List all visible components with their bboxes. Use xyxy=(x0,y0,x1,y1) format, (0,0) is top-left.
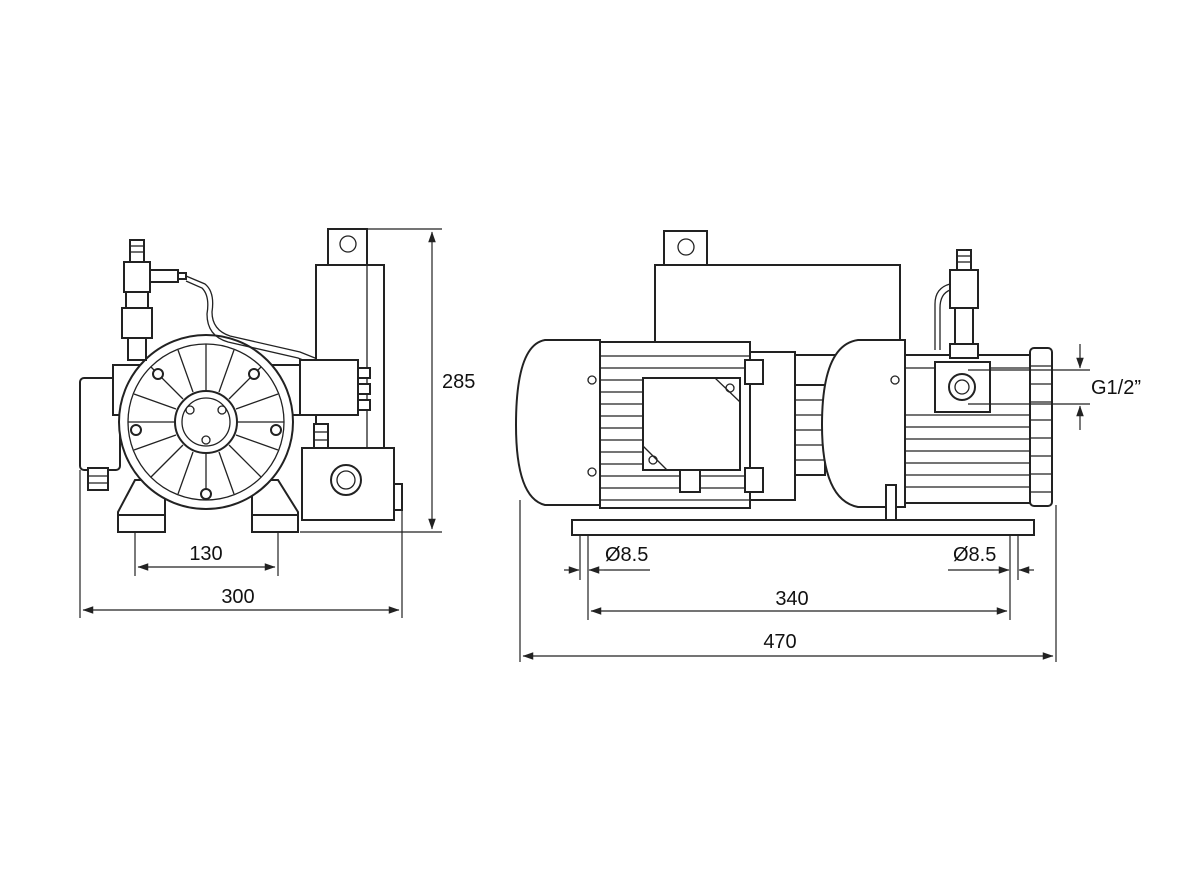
front-view xyxy=(514,230,1053,536)
front-spacing-label: 340 xyxy=(775,588,808,610)
hole-right-label: Ø8.5 xyxy=(953,544,996,566)
side-view-dimensions xyxy=(79,228,442,618)
front-width-label: 470 xyxy=(763,631,796,653)
hole-left-label: Ø8.5 xyxy=(605,544,648,566)
height-label: 285 xyxy=(442,371,475,393)
pump-fins xyxy=(905,367,1030,488)
port-thread-label: G1/2” xyxy=(1091,377,1141,399)
side-width-label: 300 xyxy=(221,586,254,608)
foot-spacing-label: 130 xyxy=(189,543,222,565)
front-view-dimensions xyxy=(519,344,1090,662)
cooling-fins xyxy=(128,344,284,500)
motor-fins xyxy=(600,355,750,501)
side-view xyxy=(79,228,403,533)
